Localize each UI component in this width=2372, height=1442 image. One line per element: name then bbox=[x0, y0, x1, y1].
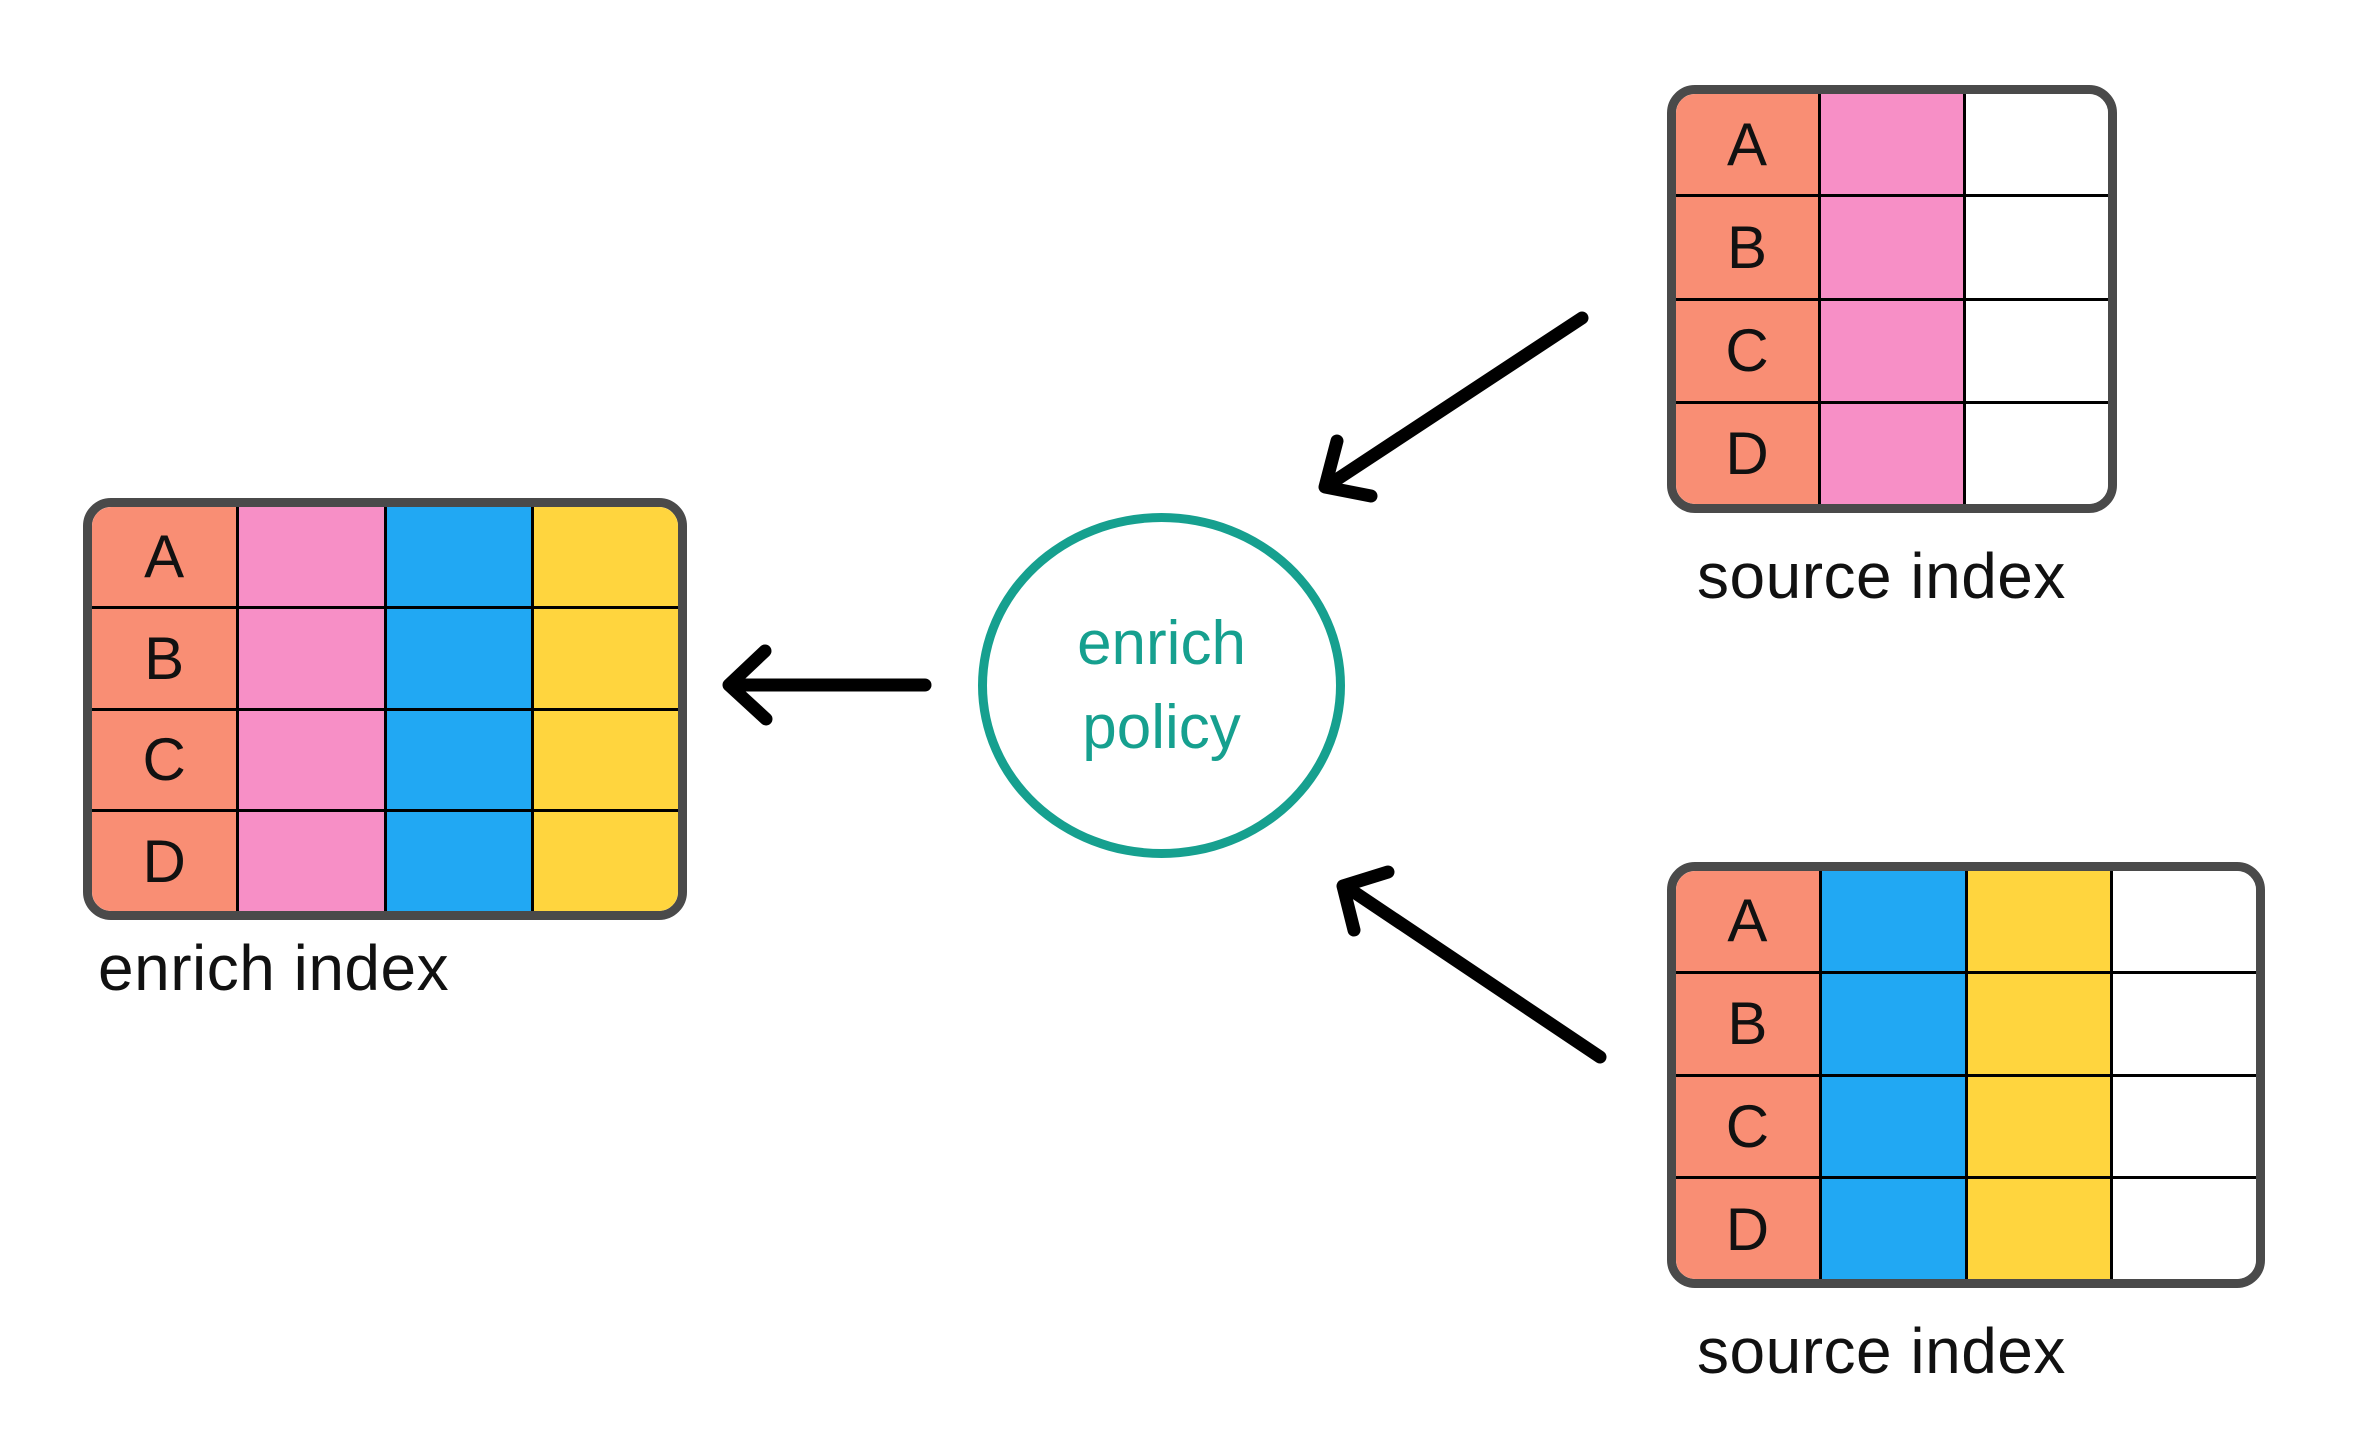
value-cell bbox=[1821, 194, 1963, 297]
table-column-yellow bbox=[530, 507, 678, 911]
table-column-pink bbox=[236, 507, 384, 911]
row-key-cell: C bbox=[1676, 297, 1818, 401]
value-cell bbox=[2113, 1176, 2256, 1279]
value-cell bbox=[1967, 1176, 2111, 1279]
value-cell bbox=[1967, 1073, 2111, 1177]
source-index-bottom-label: source index bbox=[1697, 1315, 2066, 1387]
row-key-cell: B bbox=[1676, 970, 1819, 1074]
value-cell bbox=[2113, 970, 2256, 1074]
table-column-blue bbox=[383, 507, 531, 911]
table-column-white bbox=[1963, 94, 2108, 504]
row-key-cell: C bbox=[92, 707, 237, 810]
value-cell bbox=[533, 605, 678, 708]
value-cell bbox=[1966, 400, 2108, 504]
value-cell bbox=[1966, 194, 2108, 297]
row-key-cell: D bbox=[92, 809, 237, 911]
row-key-cell: D bbox=[1676, 400, 1818, 504]
row-key-cell: A bbox=[144, 522, 185, 590]
value-cell bbox=[1821, 297, 1963, 401]
arrow-source-bottom-to-policy-icon bbox=[1336, 865, 1607, 1064]
value-cell bbox=[239, 809, 384, 911]
value-cell bbox=[386, 605, 531, 708]
table-column-pink bbox=[1818, 94, 1963, 504]
value-cell bbox=[1821, 94, 1963, 194]
value-cell bbox=[1822, 871, 1965, 971]
value-cell bbox=[239, 605, 384, 708]
enrich-policy-node: enrich policy bbox=[978, 513, 1345, 858]
value-cell bbox=[1821, 1073, 1965, 1177]
value-cell bbox=[534, 507, 678, 606]
enrich-policy-label-line2: policy bbox=[1082, 692, 1241, 762]
value-cell bbox=[533, 707, 678, 810]
value-cell bbox=[1967, 970, 2111, 1074]
row-key-cell: B bbox=[92, 605, 237, 708]
arrow-policy-to-enrich-index-icon bbox=[722, 644, 932, 726]
enrich-policy-label-line1: enrich bbox=[1077, 608, 1246, 678]
value-cell bbox=[1821, 400, 1963, 504]
value-cell bbox=[533, 809, 678, 911]
source-index-top-label: source index bbox=[1697, 540, 2066, 612]
value-cell bbox=[1821, 1176, 1965, 1279]
value-cell bbox=[239, 507, 383, 606]
value-cell bbox=[239, 707, 384, 810]
value-cell bbox=[386, 809, 531, 911]
value-cell bbox=[1968, 871, 2111, 971]
table-column-blue bbox=[1818, 871, 1965, 1279]
value-cell bbox=[2113, 871, 2256, 971]
arrow-source-top-to-policy-icon bbox=[1318, 311, 1589, 503]
value-cell bbox=[1966, 94, 2108, 194]
table-column-yellow bbox=[1964, 871, 2111, 1279]
value-cell bbox=[1966, 297, 2108, 401]
row-key-cell: D bbox=[1676, 1176, 1819, 1279]
row-key-cell: C bbox=[1676, 1073, 1819, 1177]
value-cell bbox=[387, 507, 531, 606]
value-cell bbox=[2113, 1073, 2256, 1177]
value-cell bbox=[386, 707, 531, 810]
enrich-index-label: enrich index bbox=[98, 932, 450, 1004]
table-column-white bbox=[2110, 871, 2256, 1279]
value-cell bbox=[1821, 970, 1965, 1074]
row-key-cell: A bbox=[1726, 110, 1768, 178]
row-key-cell: A bbox=[1727, 887, 1768, 955]
row-key-cell: B bbox=[1676, 194, 1818, 297]
